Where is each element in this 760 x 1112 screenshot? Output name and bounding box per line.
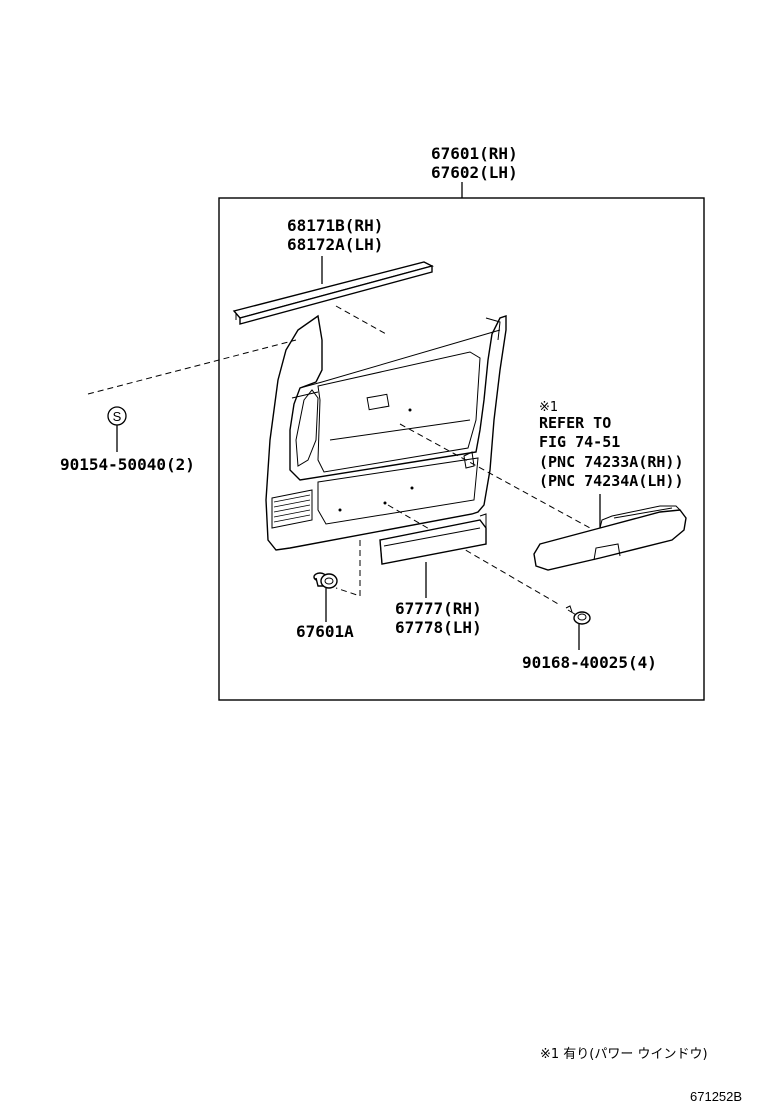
dash-armrest xyxy=(399,423,591,529)
clip-part xyxy=(313,572,338,589)
note-line-2: FIG 74-51 xyxy=(539,433,620,451)
dash-screw-s xyxy=(87,339,297,395)
dash-clip xyxy=(335,540,361,597)
label-clip: 67601A xyxy=(296,622,354,641)
figure-code: 671252B xyxy=(690,1089,742,1104)
armrest-part xyxy=(533,505,687,571)
door-trim-panel xyxy=(265,314,507,551)
label-screw-s: 90154-50040(2) xyxy=(60,455,195,474)
pocket-part xyxy=(379,513,487,565)
screw-small-part xyxy=(565,605,591,625)
label-screw-small: 90168-40025(4) xyxy=(522,653,657,672)
label-pocket-rh: 67777(RH) xyxy=(395,599,482,618)
label-weatherstrip-lh: 68172A(LH) xyxy=(287,235,383,254)
weatherstrip-part xyxy=(232,261,434,325)
dash-weatherstrip xyxy=(335,305,387,335)
note-line-1: REFER TO xyxy=(539,414,611,432)
label-weatherstrip-rh: 68171B(RH) xyxy=(287,216,383,235)
note-mark: ※1 xyxy=(539,400,558,415)
label-panel-rh: 67601(RH) xyxy=(431,144,518,163)
s-symbol-text: S xyxy=(113,409,122,424)
label-panel-lh: 67602(LH) xyxy=(431,163,518,182)
note-line-4: (PNC 74234A(LH)) xyxy=(539,472,684,490)
note-line-3: (PNC 74233A(RH)) xyxy=(539,453,684,471)
dash-screw-small xyxy=(387,504,561,606)
footnote: ※1 有り(パワー ウインドウ) xyxy=(540,1047,708,1062)
label-pocket-lh: 67778(LH) xyxy=(395,618,482,637)
